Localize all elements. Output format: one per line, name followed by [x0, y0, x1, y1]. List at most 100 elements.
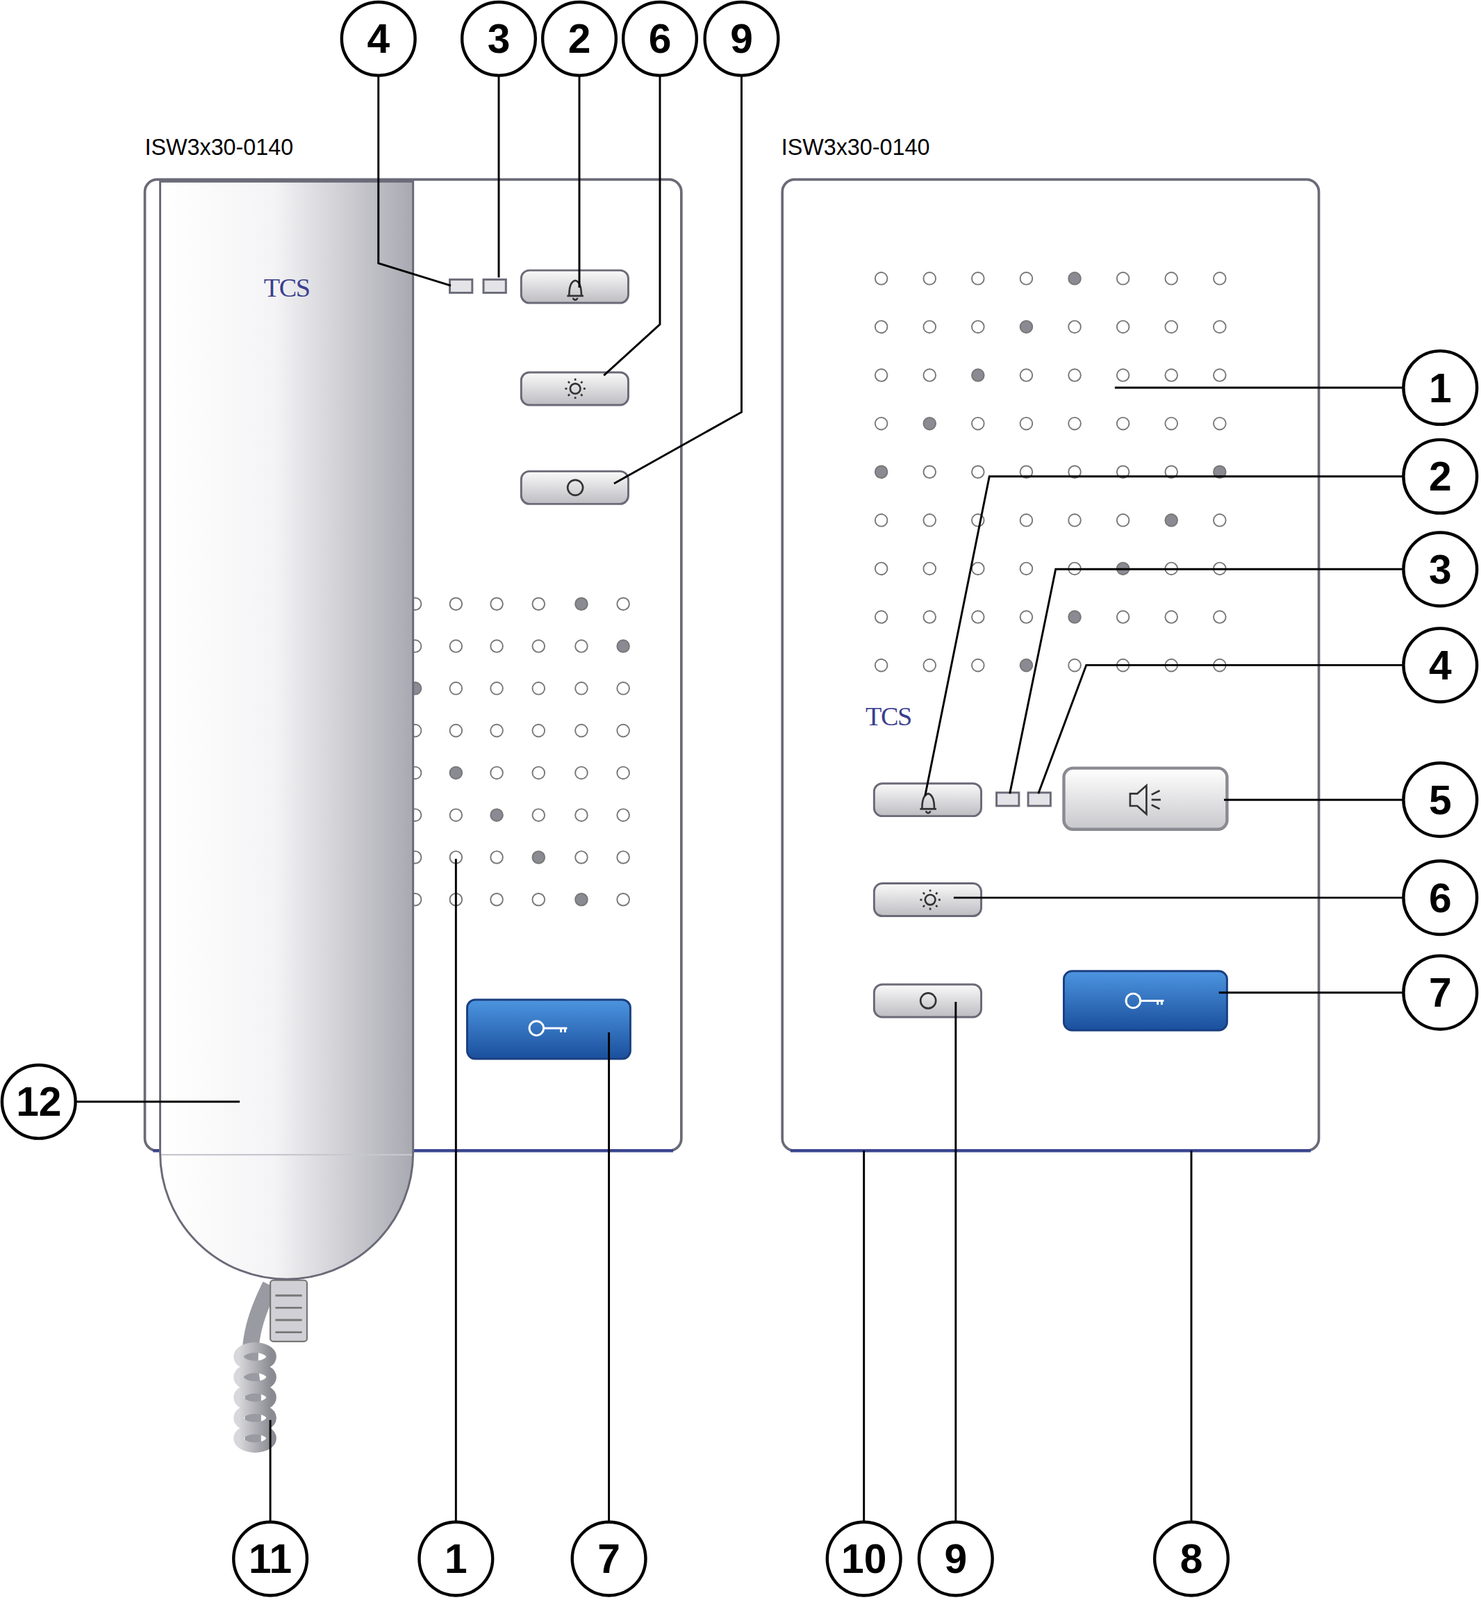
callout-circle: [919, 1521, 993, 1596]
callout-number: 4: [1428, 644, 1452, 686]
grille-hole: [1020, 320, 1033, 334]
callout-circle: [341, 2, 416, 76]
grille-hole: [1117, 417, 1130, 430]
grille-hole: [616, 808, 630, 822]
grille-hole: [490, 639, 503, 653]
grille-hole: [1020, 272, 1033, 285]
grille-hole: [1068, 659, 1081, 672]
housing-edge: [790, 1148, 1311, 1152]
callout-number: 7: [597, 1537, 621, 1579]
grille-hole: [575, 766, 588, 780]
callout-circle: [1403, 762, 1477, 837]
grille-hole: [1117, 272, 1130, 285]
key-icons: [529, 993, 1164, 1036]
grille-hole: [1164, 368, 1178, 382]
grille-hole: [575, 808, 588, 822]
callout-circle: [1154, 1521, 1229, 1596]
grille-hole: [923, 320, 936, 334]
grille-hole: [1068, 368, 1081, 382]
callout-circle: [572, 1521, 647, 1596]
light-button: [873, 883, 981, 917]
grille-hole: [1213, 610, 1227, 624]
door-button: [1063, 971, 1227, 1031]
grille-hole: [1213, 514, 1227, 527]
callout-number: 9: [944, 1537, 967, 1579]
grille-hole: [1020, 610, 1033, 624]
grille-hole: [1068, 514, 1081, 527]
callout-number: 4: [366, 18, 390, 60]
grille-hole: [616, 893, 630, 906]
bell-button: [873, 783, 981, 817]
handset-cord: [238, 1280, 308, 1449]
callout-number: 12: [15, 1080, 62, 1122]
callout-number: 6: [648, 18, 672, 60]
grille-hole: [575, 597, 588, 610]
grille-hole: [1068, 272, 1081, 285]
grille-hole: [532, 850, 545, 864]
grille-hole: [875, 659, 888, 672]
callout-circle: [1403, 860, 1477, 935]
light-button: [520, 372, 628, 405]
grille-hole: [1164, 610, 1178, 624]
callout-number: 7: [1428, 971, 1452, 1013]
door-button: [466, 999, 631, 1059]
grille-hole: [490, 682, 503, 695]
grille-hole: [532, 597, 545, 610]
grille-hole: [1213, 368, 1227, 382]
grille-hole: [490, 893, 503, 906]
callout-number: 3: [487, 18, 511, 60]
grille-hole: [875, 417, 888, 430]
grille-hole: [1020, 562, 1033, 576]
grille-hole: [923, 368, 936, 382]
grille-hole: [1020, 659, 1033, 672]
grille-hole: [1117, 320, 1130, 334]
grille-hole: [1213, 272, 1227, 285]
grille-hole: [875, 562, 888, 576]
callout-number: 6: [1428, 877, 1452, 919]
grille-hole: [1068, 610, 1081, 624]
grille-hole: [1020, 417, 1033, 430]
callout-number: 2: [1428, 455, 1452, 497]
brand-logo: TCS: [263, 275, 310, 302]
callout-circle: [1403, 350, 1477, 425]
grille-hole: [1164, 417, 1178, 430]
brand-logo: TCS: [865, 703, 912, 731]
grille-hole: [450, 766, 463, 780]
function-button: [520, 470, 628, 504]
grille-hole: [875, 514, 888, 527]
grille-hole: [923, 562, 936, 576]
grille-hole: [923, 659, 936, 672]
grille-hole: [875, 320, 888, 334]
grille-hole: [1020, 514, 1033, 527]
grille-hole: [490, 850, 503, 864]
callout-number: 10: [841, 1537, 887, 1579]
grille-hole: [450, 639, 463, 653]
led: [450, 279, 473, 293]
grille-hole: [450, 808, 463, 822]
grille-hole: [575, 724, 588, 738]
grille-hole: [971, 562, 985, 576]
grille-hole: [1068, 320, 1081, 334]
grille-hole: [490, 808, 503, 822]
grille-hole: [490, 724, 503, 738]
model-label: ISW3x30-0140: [781, 136, 931, 160]
grille-hole: [1164, 514, 1178, 527]
grille-hole: [532, 639, 545, 653]
grille-hole: [1117, 368, 1130, 382]
callout-number: 8: [1180, 1537, 1204, 1579]
grille-hole: [1068, 417, 1081, 430]
callout-number: 5: [1428, 779, 1452, 821]
function-button: [873, 984, 981, 1017]
grille-hole: [450, 724, 463, 738]
grille-hole: [1164, 272, 1178, 285]
grille-hole: [532, 893, 545, 906]
callout-circle: [1403, 627, 1477, 702]
callout-circle: [827, 1521, 901, 1596]
grille-hole: [490, 597, 503, 610]
grille-hole: [923, 272, 936, 285]
callout-number: 3: [1428, 548, 1452, 590]
callout-number: 11: [248, 1537, 292, 1579]
grille-hole: [923, 514, 936, 527]
